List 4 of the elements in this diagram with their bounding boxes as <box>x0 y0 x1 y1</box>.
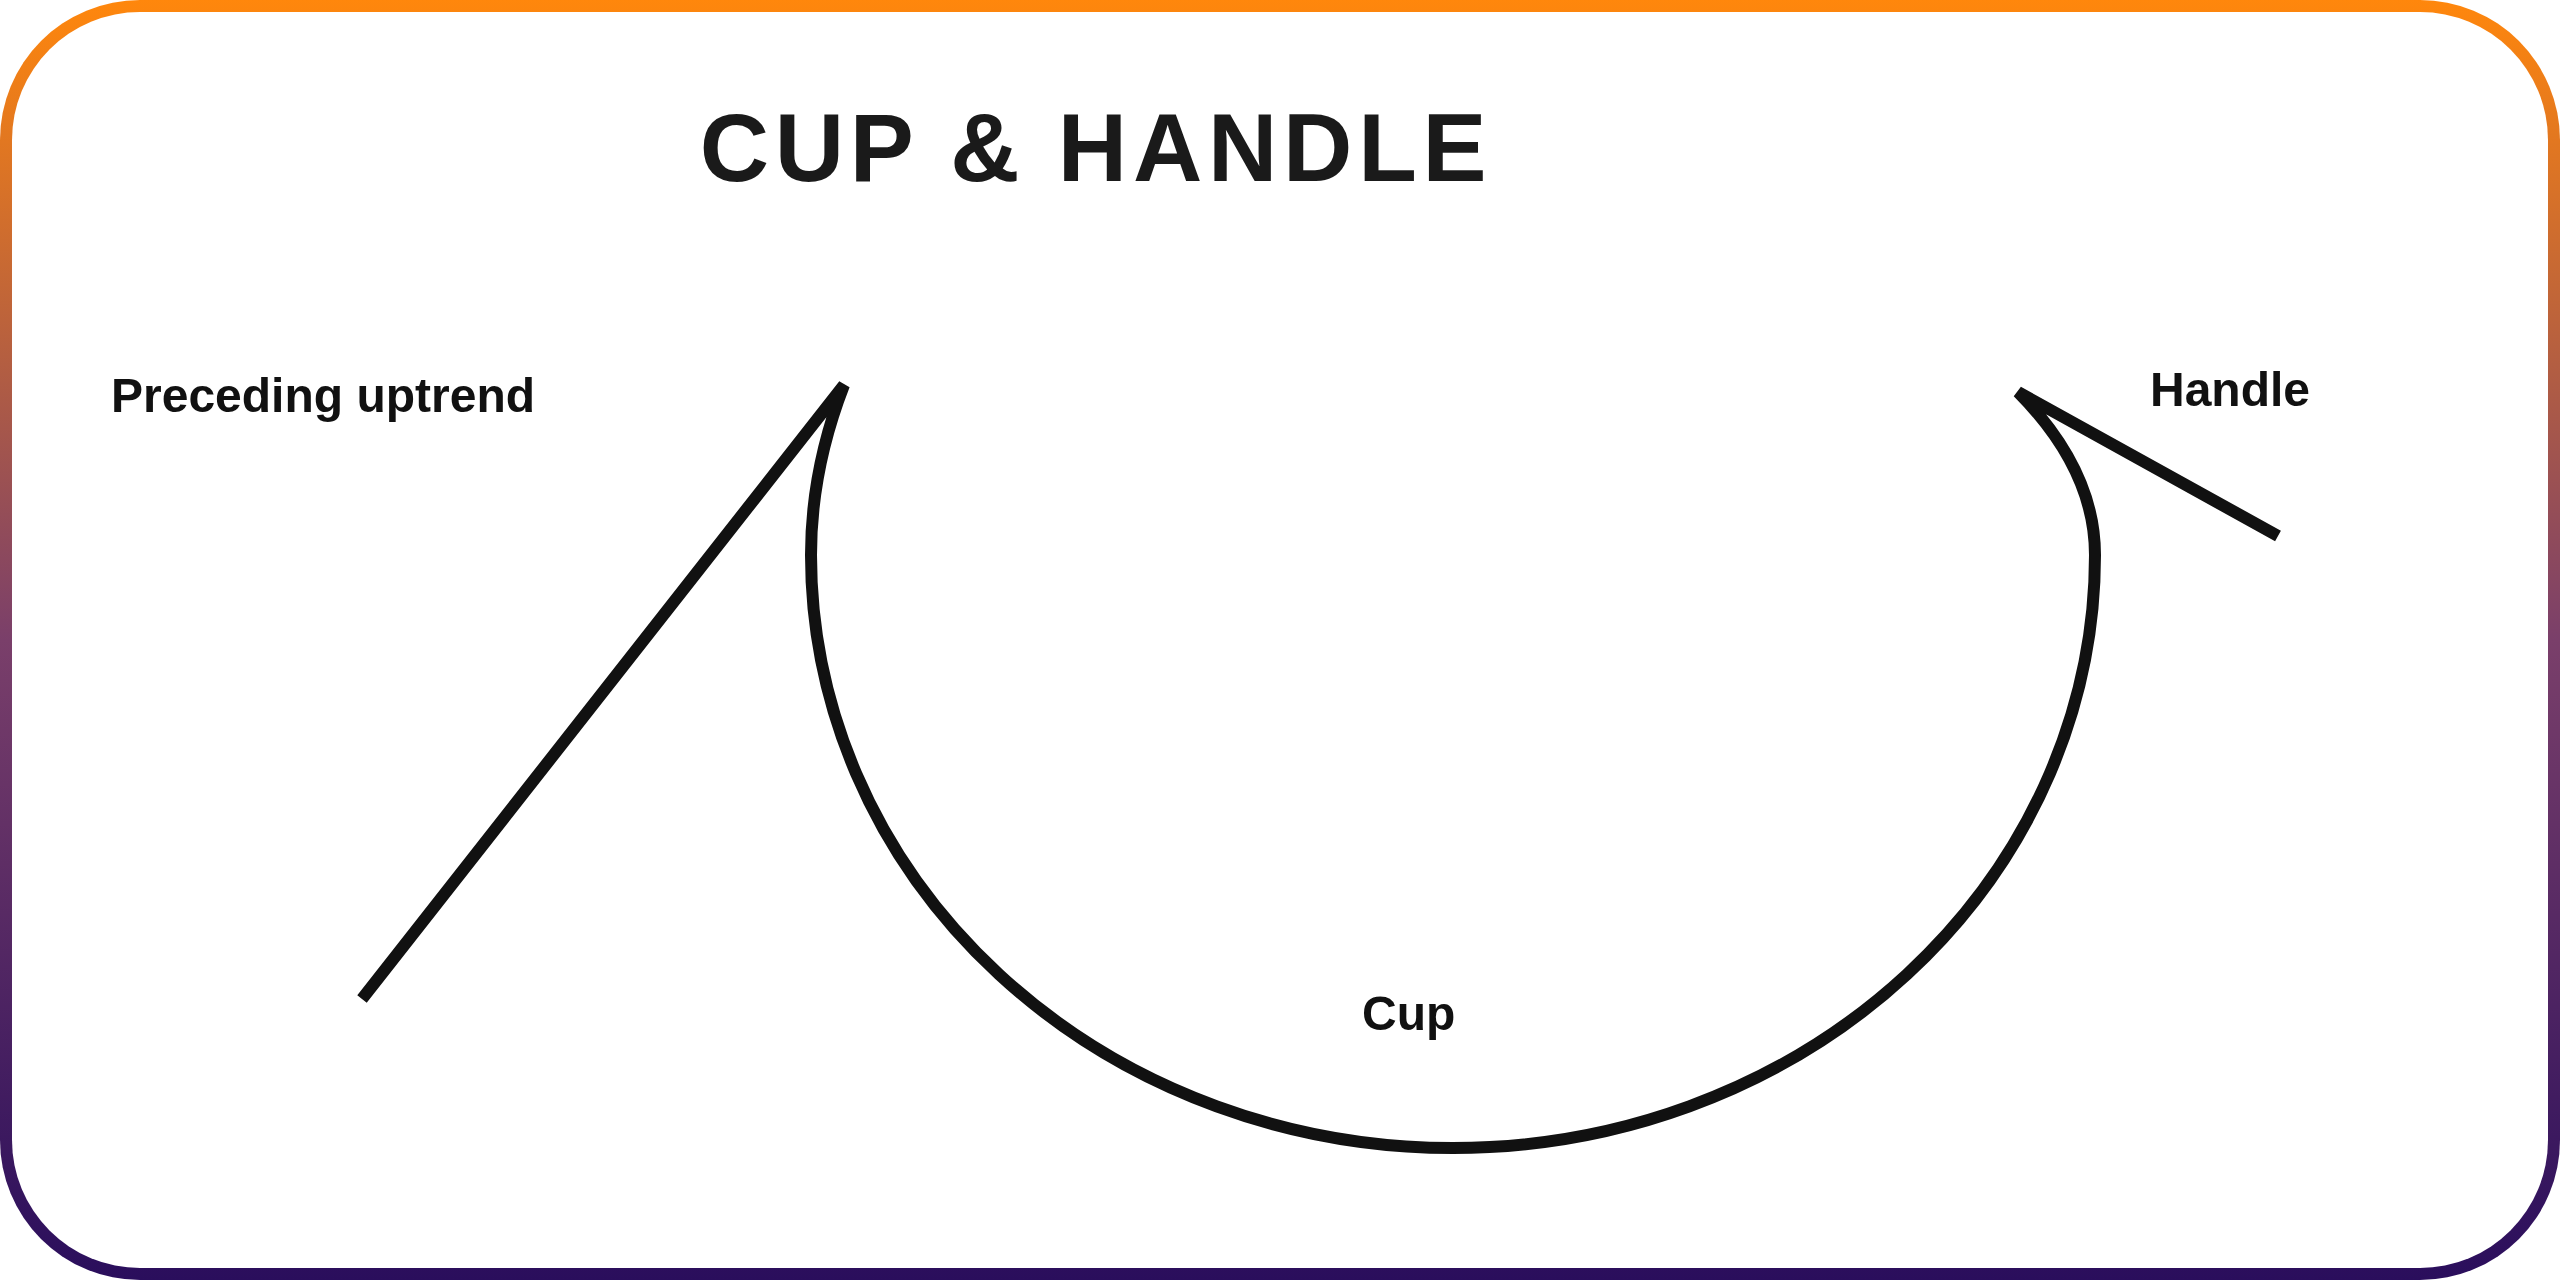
pattern-label: Cup <box>1362 990 1456 1038</box>
title: CUP & HANDLE <box>698 100 1494 196</box>
pattern-label: Handle <box>2150 366 2311 414</box>
pattern-label: Preceding uptrend <box>111 372 536 420</box>
